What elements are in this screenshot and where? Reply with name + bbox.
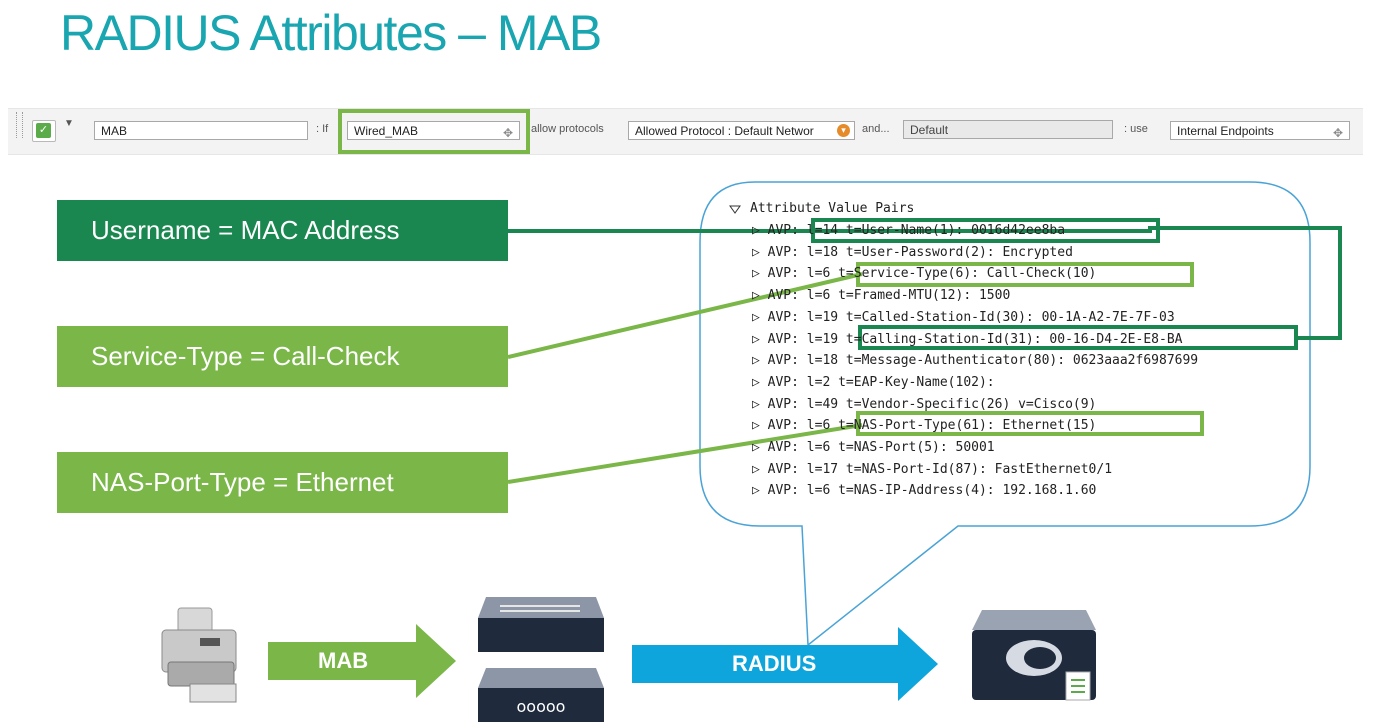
expand-icon[interactable]: ▷: [752, 374, 768, 390]
service-type-connector: [507, 272, 863, 359]
avp-row[interactable]: ▷ AVP: l=6 t=Service-Type(6): Call-Check…: [752, 266, 1096, 281]
avp-row-text: AVP: l=6 t=Service-Type(6): Call-Check(1…: [767, 266, 1097, 282]
avp-row-text: AVP: l=18 t=User-Password(2): Encrypted: [767, 244, 1073, 260]
mab-arrow: [268, 624, 456, 698]
tree-expand-icons: [729, 205, 741, 214]
router-icon: ᴏᴏᴏᴏᴏ: [478, 668, 604, 722]
rule-enabled-checkbox[interactable]: ✓: [32, 120, 56, 142]
avp-row-text: AVP: l=6 t=NAS-IP-Address(4): 192.168.1.…: [767, 483, 1097, 499]
avp-row[interactable]: ▷ AVP: l=6 t=Framed-MTU(12): 1500: [752, 288, 1010, 303]
expand-icon[interactable]: ▷: [752, 223, 768, 238]
expand-icon[interactable]: ▷: [752, 244, 768, 260]
username-label: Username = MAC Address: [57, 200, 508, 261]
avp-row-text: AVP: l=19 t=Called-Station-Id(30): 00-1A…: [767, 309, 1175, 325]
plus-icon[interactable]: ✥: [1332, 126, 1343, 140]
nas-port-type-connector: [507, 423, 863, 484]
expand-icon[interactable]: ▷: [752, 418, 768, 434]
expand-icon[interactable]: ▷: [752, 309, 768, 325]
condition-value: Wired_MAB: [354, 124, 419, 138]
avp-row-text: AVP: l=6 t=NAS-Port(5): 50001: [767, 440, 995, 455]
expand-icon[interactable]: ▷: [752, 266, 768, 282]
avp-row[interactable]: ▷ AVP: l=17 t=NAS-Port-Id(87): FastEther…: [752, 462, 1112, 477]
avp-row-text: AVP: l=19 t=Calling-Station-Id(31): 00-1…: [767, 331, 1183, 347]
username-connector: [508, 226, 1342, 340]
expand-icon[interactable]: ▷: [752, 440, 768, 455]
avp-row-text: AVP: l=17 t=NAS-Port-Id(87): FastEtherne…: [767, 461, 1113, 477]
slide-title: RADIUS Attributes – MAB: [60, 5, 602, 61]
condition-field[interactable]: Wired_MAB ✥: [347, 121, 520, 140]
expand-icon[interactable]: ▷: [752, 353, 768, 369]
condition-highlight: [338, 109, 530, 154]
drag-handle-icon[interactable]: [16, 112, 23, 138]
if-label: : If: [316, 123, 329, 135]
server-appliance-icon: [972, 610, 1096, 701]
service-type-label: Service-Type = Call-Check: [57, 326, 508, 387]
avp-row[interactable]: ▷ AVP: l=14 t=User-Name(1): 0016d42ee8ba: [752, 223, 1065, 238]
avp-row-text: AVP: l=2 t=EAP-Key-Name(102):: [767, 374, 995, 390]
avp-row[interactable]: ▷ AVP: l=19 t=Calling-Station-Id(31): 00…: [752, 332, 1182, 347]
chevron-down-icon[interactable]: ▼: [64, 118, 74, 129]
avp-header: Attribute Value Pairs: [750, 201, 915, 216]
avp-row[interactable]: ▷ AVP: l=19 t=Called-Station-Id(30): 00-…: [752, 310, 1175, 325]
rule-name-input[interactable]: MAB: [94, 121, 308, 140]
username-highlight: [811, 218, 1160, 243]
avp-row[interactable]: ▷ AVP: l=6 t=NAS-IP-Address(4): 192.168.…: [752, 483, 1096, 498]
expand-icon[interactable]: ▷: [752, 483, 768, 499]
avp-row[interactable]: ▷ AVP: l=49 t=Vendor-Specific(26) v=Cisc…: [752, 397, 1096, 412]
default-field[interactable]: Default: [903, 120, 1113, 139]
calling-station-highlight: [858, 325, 1298, 350]
protocol-value: Allowed Protocol : Default Networ: [635, 124, 814, 138]
avp-row[interactable]: ▷ AVP: l=2 t=EAP-Key-Name(102):: [752, 375, 995, 390]
nas-port-type-label: NAS-Port-Type = Ethernet: [57, 452, 508, 513]
avp-row-text: AVP: l=6 t=Framed-MTU(12): 1500: [767, 288, 1011, 304]
switch-icon: [478, 597, 604, 652]
protocol-select[interactable]: Allowed Protocol : Default Networ ▾: [628, 121, 855, 140]
avp-row-text: AVP: l=18 t=Message-Authenticator(80): 0…: [767, 353, 1199, 369]
printer-icon: [161, 607, 237, 703]
expand-icon[interactable]: ▷: [752, 461, 768, 477]
allow-protocols-label: allow protocols: [531, 123, 604, 135]
nas-port-type-highlight: [856, 411, 1204, 436]
svg-text:ᴏᴏᴏᴏᴏ: ᴏᴏᴏᴏᴏ: [517, 697, 566, 716]
expand-icon[interactable]: ▷: [752, 331, 768, 347]
service-type-highlight: [856, 262, 1194, 287]
avp-row[interactable]: ▷ AVP: l=18 t=User-Password(2): Encrypte…: [752, 245, 1073, 260]
avp-row-text: AVP: l=14 t=User-Name(1): 0016d42ee8ba: [767, 223, 1066, 238]
radius-arrow: [632, 627, 938, 701]
avp-row-text: AVP: l=6 t=NAS-Port-Type(61): Ethernet(1…: [767, 418, 1097, 434]
mab-arrow-label: MAB: [318, 648, 369, 673]
identity-store-value: Internal Endpoints: [1177, 124, 1274, 138]
use-label: : use: [1124, 123, 1148, 135]
expand-icon[interactable]: ▷: [752, 396, 768, 412]
check-icon: ✓: [36, 123, 51, 138]
plus-icon[interactable]: ✥: [502, 126, 513, 140]
dropdown-icon[interactable]: ▾: [837, 124, 850, 137]
expand-icon[interactable]: ▷: [752, 288, 768, 304]
identity-store-select[interactable]: Internal Endpoints ✥: [1170, 121, 1350, 140]
avp-row[interactable]: ▷ AVP: l=18 t=Message-Authenticator(80):…: [752, 353, 1198, 368]
avp-row-text: AVP: l=49 t=Vendor-Specific(26) v=Cisco(…: [767, 396, 1097, 412]
and-label: and...: [862, 123, 890, 135]
avp-row[interactable]: ▷ AVP: l=6 t=NAS-Port-Type(61): Ethernet…: [752, 418, 1096, 433]
radius-arrow-label: RADIUS: [732, 651, 817, 676]
avp-row[interactable]: ▷ AVP: l=6 t=NAS-Port(5): 50001: [752, 440, 995, 455]
